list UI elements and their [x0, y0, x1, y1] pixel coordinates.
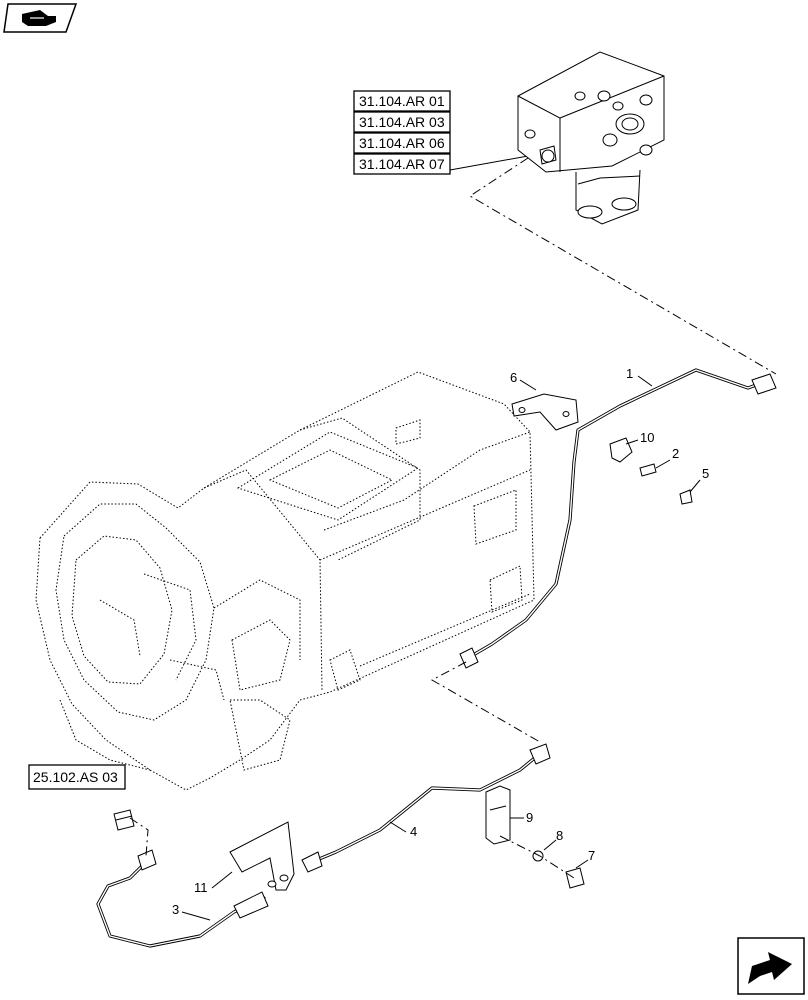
tube-part-1[interactable]	[459, 368, 777, 669]
previous-page-hand-icon[interactable]	[3, 3, 78, 33]
reference-box-ar01[interactable]: 31.104.AR 01	[353, 90, 451, 112]
svg-text:7: 7	[588, 848, 595, 863]
connection-line	[499, 835, 575, 879]
connection-line	[469, 157, 777, 375]
svg-text:1: 1	[626, 366, 633, 381]
transmission-housing	[35, 371, 535, 791]
bracket-part-11[interactable]	[229, 821, 295, 891]
next-page-arrow-icon[interactable]	[737, 937, 805, 995]
callout-10: 10	[625, 430, 654, 445]
reference-label: 31.104.AR 03	[359, 114, 445, 130]
callout-7: 7	[575, 848, 595, 869]
clip-part-10[interactable]	[609, 437, 633, 463]
hose-part-3[interactable]	[96, 849, 269, 948]
callout-6: 6	[510, 370, 537, 391]
reference-label: 31.104.AR 07	[359, 156, 445, 172]
callout-8: 8	[543, 828, 563, 851]
svg-text:10: 10	[640, 430, 654, 445]
callout-9: 9	[510, 810, 533, 825]
reference-box-ar03[interactable]: 31.104.AR 03	[353, 111, 451, 133]
svg-text:6: 6	[510, 370, 517, 385]
reference-box-ar07[interactable]: 31.104.AR 07	[353, 153, 451, 175]
svg-text:8: 8	[556, 828, 563, 843]
clamp-part-9[interactable]	[485, 785, 511, 845]
svg-text:5: 5	[702, 466, 709, 481]
tube-part-4[interactable]	[301, 743, 551, 873]
callout-5: 5	[689, 466, 709, 493]
reference-box-ar06[interactable]: 31.104.AR 06	[353, 132, 451, 154]
connection-line	[430, 661, 541, 743]
reference-label: 31.104.AR 01	[359, 93, 445, 109]
reference-label: 25.102.AS 03	[33, 769, 118, 785]
svg-text:4: 4	[410, 824, 417, 839]
callout-1: 1	[626, 366, 653, 387]
washer-part-8[interactable]	[532, 850, 544, 862]
fitting-part[interactable]	[113, 809, 135, 831]
bracket-part-6[interactable]	[511, 393, 579, 431]
callout-4: 4	[389, 821, 417, 839]
callout-2: 2	[655, 446, 679, 469]
valve-block	[517, 51, 665, 225]
reference-label: 31.104.AR 06	[359, 135, 445, 151]
callout-3: 3	[172, 902, 211, 921]
bolt-part-7[interactable]	[565, 867, 585, 889]
bolt-part-5[interactable]	[679, 489, 693, 505]
svg-text:9: 9	[526, 810, 533, 825]
connection-line	[129, 817, 149, 857]
svg-text:2: 2	[672, 446, 679, 461]
callout-11: 11	[194, 871, 233, 895]
pin-part-2[interactable]	[639, 463, 657, 477]
leader-line	[449, 155, 529, 171]
svg-text:3: 3	[172, 902, 179, 917]
reference-box-as03[interactable]: 25.102.AS 03	[28, 764, 126, 790]
svg-text:11: 11	[194, 880, 208, 895]
